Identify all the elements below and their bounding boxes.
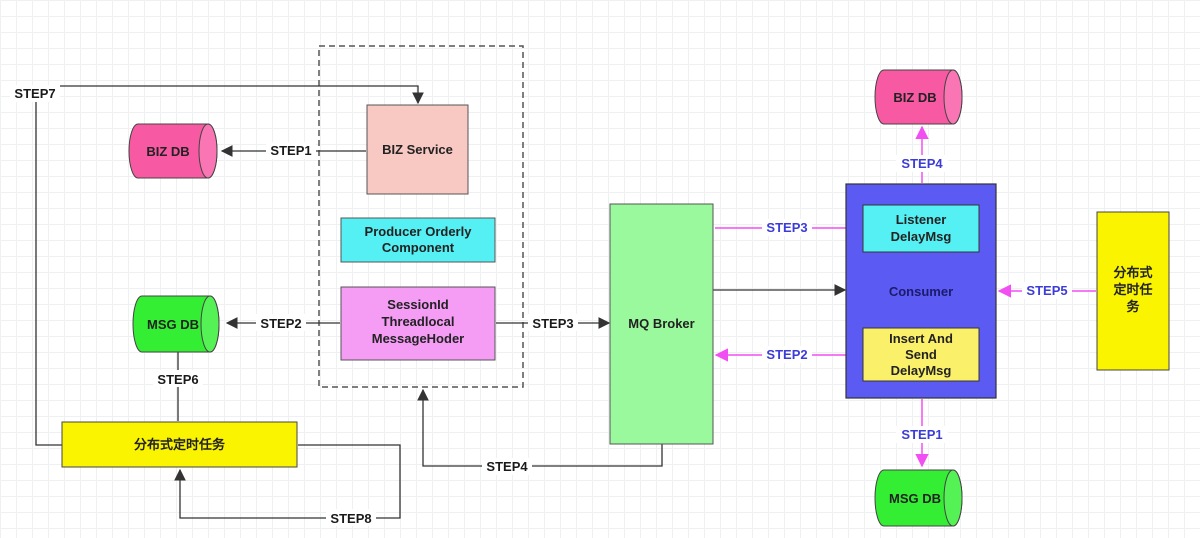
edge-label-step2-right: STEP2 [766,347,807,362]
producer-group-boundary [318,45,524,388]
biz-db-left-label: BIZ DB [146,144,189,159]
edge-step7 [35,85,424,446]
edge-label-step2-left: STEP2 [260,316,301,331]
insert-send-line1: Insert And [889,331,953,346]
session-holder-line2: Threadlocal [382,314,455,329]
mq-broker-node[interactable]: MQ Broker [609,203,714,445]
scheduler-left-node[interactable]: 分布式定时任务 [61,421,298,468]
producer-component-label-line1: Producer Orderly [365,224,473,239]
session-holder-line1: SessionId [387,297,448,312]
msg-db-left-node[interactable]: MSG DB [132,295,220,353]
biz-service-node[interactable]: BIZ Service [366,104,469,195]
msg-db-right-node[interactable]: MSG DB [874,469,963,527]
scheduler-right-line2: 定时任 [1112,282,1152,297]
edge-label-step7: STEP7 [14,86,55,101]
edge-label-step1-right: STEP1 [901,427,942,442]
edge-step4-left [417,388,663,467]
consumer-label: Consumer [889,284,953,299]
edge-label-step4-left: STEP4 [486,459,528,474]
scheduler-left-label: 分布式定时任务 [134,437,226,452]
session-holder-node[interactable]: SessionId Threadlocal MessageHoder [340,286,496,361]
edge-label-step5: STEP5 [1026,283,1067,298]
msg-db-left-label: MSG DB [147,317,199,332]
insert-send-line3: DelayMsg [891,363,952,378]
mq-broker-label: MQ Broker [628,316,694,331]
scheduler-right-node[interactable]: 分布式 定时任 务 [1096,211,1170,371]
edge-label-step3-right: STEP3 [766,220,807,235]
biz-service-label: BIZ Service [382,142,453,157]
edge-label-step8: STEP8 [330,511,371,526]
biz-db-right-label: BIZ DB [893,90,936,105]
scheduler-right-line1: 分布式 [1113,265,1152,280]
edge-step8 [174,444,401,519]
biz-db-left-node[interactable]: BIZ DB [128,123,218,179]
listener-line1: Listener [896,212,947,227]
producer-component-label-line2: Component [382,240,455,255]
listener-delaymsg-node[interactable]: Listener DelayMsg [862,204,980,253]
scheduler-right-line3: 务 [1126,299,1140,314]
edge-label-step1-left: STEP1 [270,143,311,158]
edge-label-step3-left: STEP3 [532,316,573,331]
edge-label-step6: STEP6 [157,372,198,387]
insert-send-line2: Send [905,347,937,362]
insert-send-delaymsg-node[interactable]: Insert And Send DelayMsg [862,327,980,382]
session-holder-line3: MessageHoder [372,331,464,346]
msg-db-right-label: MSG DB [889,491,941,506]
listener-line2: DelayMsg [891,229,952,244]
edge-label-step4-right: STEP4 [901,156,943,171]
biz-db-right-node[interactable]: BIZ DB [874,69,963,125]
producer-orderly-component-node[interactable]: Producer Orderly Component [340,217,496,263]
